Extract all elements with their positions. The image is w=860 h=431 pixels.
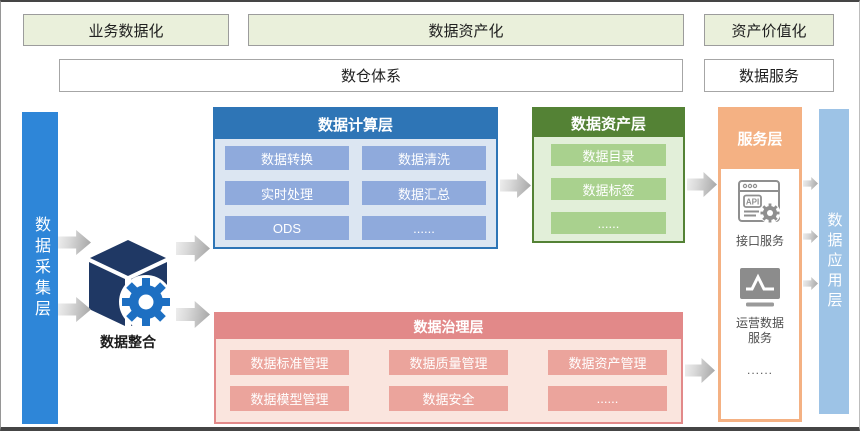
phase-label: 资产价值化 — [731, 22, 807, 40]
arrow-integration-to-governance — [176, 301, 210, 328]
layer-title: 数据治理层 — [216, 314, 681, 339]
service-item-label: ...... — [746, 362, 773, 377]
system-label: 数据服务 — [738, 68, 799, 85]
computing-item: 数据清洗 — [362, 146, 486, 170]
arrow-service-to-application-1 — [803, 177, 818, 190]
arrow-governance-to-service — [685, 358, 715, 383]
governance-item: ...... — [548, 386, 667, 411]
integration-label: 数据整合 — [100, 334, 156, 350]
arrow-integration-to-computing — [176, 235, 210, 262]
computing-item: ODS — [225, 216, 349, 240]
governance-item: 数据模型管理 — [230, 386, 349, 411]
phase-box-business-dataization: 业务数据化 — [23, 14, 229, 46]
gear-icon — [759, 202, 781, 224]
line-chart-monitor-icon — [737, 266, 783, 313]
computing-item: 实时处理 — [225, 181, 349, 205]
service-layer: 服务层 API — [718, 107, 802, 422]
phase-box-data-assetization: 数据资产化 — [248, 14, 684, 46]
layer-title: 数据资产层 — [534, 109, 683, 137]
data-computing-layer: 数据计算层 数据转换 数据清洗 实时处理 数据汇总 ODS ...... — [213, 107, 498, 249]
computing-item: 数据转换 — [225, 146, 349, 170]
asset-item: 数据标签 — [551, 178, 666, 200]
bar-label: 数据应用层 — [825, 211, 843, 312]
asset-item: ...... — [551, 212, 666, 234]
service-item-label: 接口服务 — [735, 234, 784, 248]
phase-label: 数据资产化 — [428, 22, 504, 40]
arrow-asset-to-service — [687, 172, 717, 197]
cube-gear-icon — [84, 238, 173, 330]
asset-item: 数据目录 — [551, 144, 666, 166]
api-browser-icon: API — [737, 179, 783, 230]
data-asset-layer: 数据资产层 数据目录 数据标签 ...... — [532, 107, 685, 243]
service-item-label: 运营数据服务 — [735, 315, 784, 346]
layer-title: 服务层 — [737, 130, 783, 148]
data-governance-layer: 数据治理层 数据标准管理 数据质量管理 数据资产管理 数据模型管理 数据安全 .… — [214, 312, 683, 424]
governance-item: 数据安全 — [389, 386, 508, 411]
governance-item: 数据资产管理 — [548, 350, 667, 375]
system-box-data-service: 数据服务 — [704, 59, 834, 92]
system-label: 数仓体系 — [340, 68, 401, 85]
arrow-computing-to-asset — [500, 173, 531, 198]
governance-item: 数据标准管理 — [230, 350, 349, 375]
phase-box-asset-valorization: 资产价值化 — [704, 14, 834, 46]
computing-item: 数据汇总 — [362, 181, 486, 205]
computing-item: ...... — [362, 216, 486, 240]
phase-label: 业务数据化 — [88, 22, 164, 40]
governance-item: 数据质量管理 — [389, 350, 508, 375]
arrow-service-to-application-2 — [803, 230, 818, 243]
arrow-service-to-application-3 — [803, 277, 818, 290]
data-collection-layer-bar: 数据采集层 — [22, 112, 58, 424]
svg-text:API: API — [746, 198, 759, 207]
data-application-layer-bar: 数据应用层 — [819, 109, 849, 414]
gear-icon — [122, 278, 170, 326]
system-box-data-warehouse: 数仓体系 — [59, 59, 683, 92]
layer-title: 数据计算层 — [215, 109, 496, 139]
service-panel: API — [721, 169, 799, 419]
bar-label: 数据采集层 — [32, 215, 49, 321]
